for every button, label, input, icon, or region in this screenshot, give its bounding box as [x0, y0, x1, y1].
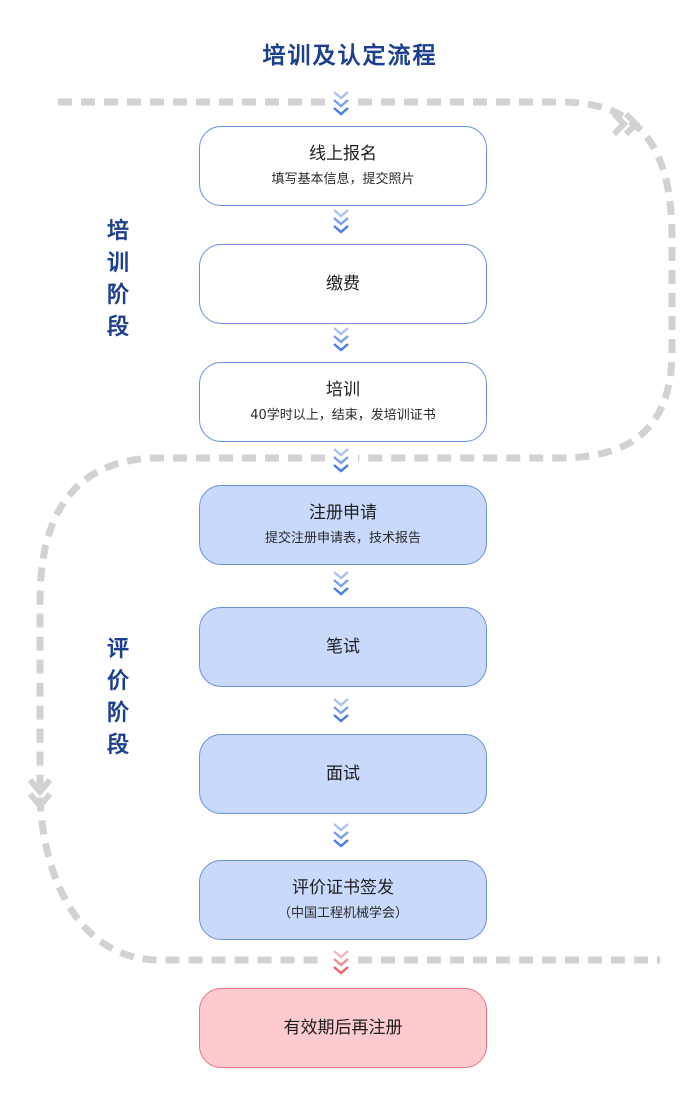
- chevron-down-icon: [333, 209, 349, 218]
- step-certificate-issuance: 评价证书签发 （中国工程机械学会）: [199, 860, 487, 940]
- step-title: 面试: [326, 764, 360, 784]
- chevron-down-icon: [333, 456, 349, 465]
- step-connector-chevron: [333, 327, 349, 352]
- dashed-flow-paths: [36, 98, 676, 964]
- stage-label-evaluation: 评价阶段: [100, 634, 136, 762]
- loop-chevron-down-1: [27, 778, 53, 797]
- loop-direction-chevrons: [27, 111, 641, 811]
- chevron-down-icon: [333, 579, 349, 588]
- step-written-exam: 笔试: [199, 607, 487, 687]
- stage-label-char: 阶: [106, 701, 129, 726]
- step-title: 线上报名: [309, 144, 377, 164]
- stage-label-char: 训: [106, 251, 129, 276]
- step-title: 缴费: [326, 274, 360, 294]
- chevron-down-icon: [333, 950, 349, 959]
- step-subtitle: （中国工程机械学会）: [277, 906, 408, 921]
- step-payment: 缴费: [199, 244, 487, 324]
- chevron-down-icon: [333, 823, 349, 832]
- step-title: 有效期后再注册: [283, 1018, 403, 1038]
- step-registration-application: 注册申请 提交注册申请表，技术报告: [199, 485, 487, 565]
- chevron-down-icon: [333, 831, 349, 840]
- chevron-down-icon: [333, 587, 349, 596]
- chevron-down-icon: [333, 99, 349, 108]
- step-title: 培训: [326, 380, 360, 400]
- step-connector-chevron: [333, 571, 349, 596]
- dashed-path-evaluation-loop: [36, 454, 325, 964]
- step-connector-chevron: [333, 823, 349, 848]
- step-title: 注册申请: [309, 503, 377, 523]
- step-connector-chevron: [333, 91, 349, 116]
- chevron-down-icon: [333, 464, 349, 473]
- dashed-path-training-loop: [358, 98, 676, 462]
- step-subtitle: 40学时以上，结束，发培训证书: [250, 408, 436, 423]
- chevron-down-icon: [333, 217, 349, 226]
- step-re-registration: 有效期后再注册: [199, 988, 487, 1068]
- step-subtitle: 填写基本信息，提交照片: [271, 172, 415, 187]
- step-subtitle: 提交注册申请表，技术报告: [264, 531, 421, 546]
- chevron-down-icon: [333, 448, 349, 457]
- chevron-down-icon: [333, 714, 349, 723]
- chevron-down-icon: [333, 958, 349, 967]
- step-chevrons: [333, 91, 349, 975]
- step-connector-chevron: [333, 950, 349, 975]
- chevron-down-icon: [333, 966, 349, 975]
- chevron-down-icon: [333, 839, 349, 848]
- chevron-down-icon: [333, 225, 349, 234]
- step-online-registration: 线上报名 填写基本信息，提交照片: [199, 126, 487, 206]
- step-title: 评价证书签发: [292, 878, 394, 898]
- chevron-down-icon: [333, 107, 349, 116]
- step-title: 笔试: [326, 637, 360, 657]
- chevron-down-icon: [333, 698, 349, 707]
- loop-chevron-right-2: [623, 111, 641, 137]
- chevron-down-icon: [333, 335, 349, 344]
- chevron-down-icon: [333, 706, 349, 715]
- step-connector-chevron: [333, 698, 349, 723]
- chevron-down-icon: [333, 91, 349, 100]
- loop-chevron-down-2: [27, 792, 53, 811]
- loop-chevron-right-1: [611, 111, 629, 137]
- step-connector-chevron: [333, 448, 349, 473]
- stage-label-char: 价: [106, 669, 129, 694]
- chevron-down-icon: [333, 571, 349, 580]
- step-interview: 面试: [199, 734, 487, 814]
- stage-label-char: 培: [106, 219, 129, 244]
- stage-label-training: 培训阶段: [100, 216, 136, 344]
- step-training: 培训 40学时以上，结束，发培训证书: [199, 362, 487, 442]
- stage-label-char: 评: [106, 637, 129, 662]
- stage-label-char: 段: [106, 315, 129, 340]
- chevron-down-icon: [333, 327, 349, 336]
- page-title: 培训及认定流程: [262, 43, 438, 69]
- chevron-down-icon: [333, 343, 349, 352]
- step-connector-chevron: [333, 209, 349, 234]
- stage-label-char: 阶: [106, 283, 129, 308]
- stage-label-char: 段: [106, 733, 129, 758]
